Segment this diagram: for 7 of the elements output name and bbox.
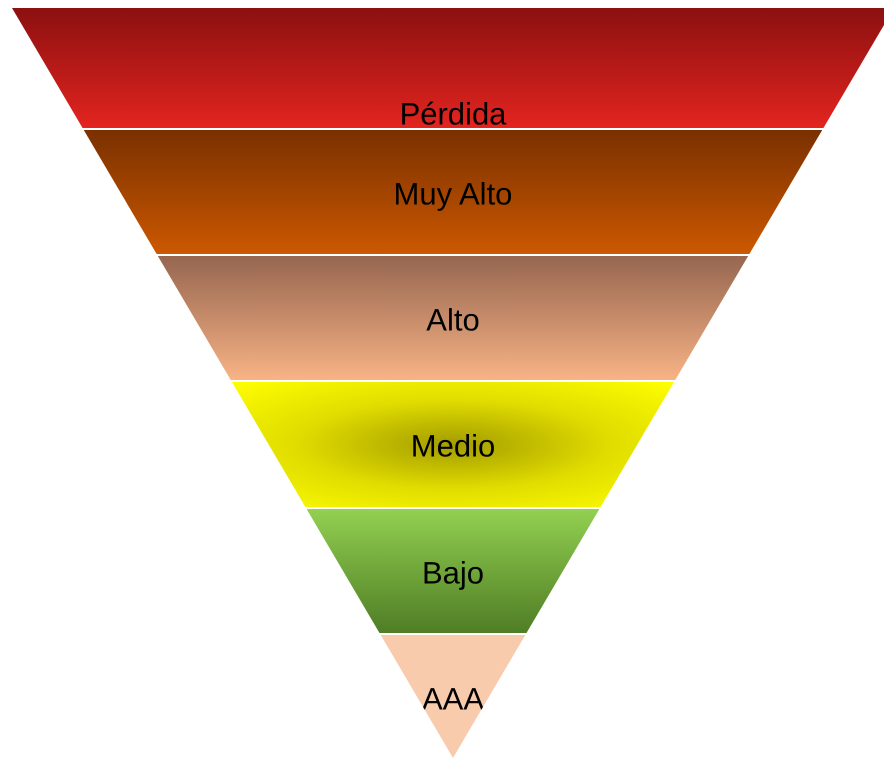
- band-label: Alto: [426, 304, 480, 336]
- band-label: Bajo: [422, 558, 484, 588]
- band-label: Pérdida: [400, 98, 506, 130]
- band-label: Muy Alto: [394, 178, 512, 210]
- band-label: AAA: [422, 684, 484, 714]
- band-label: Medio: [410, 430, 496, 462]
- funnel-band: [12, 8, 884, 128]
